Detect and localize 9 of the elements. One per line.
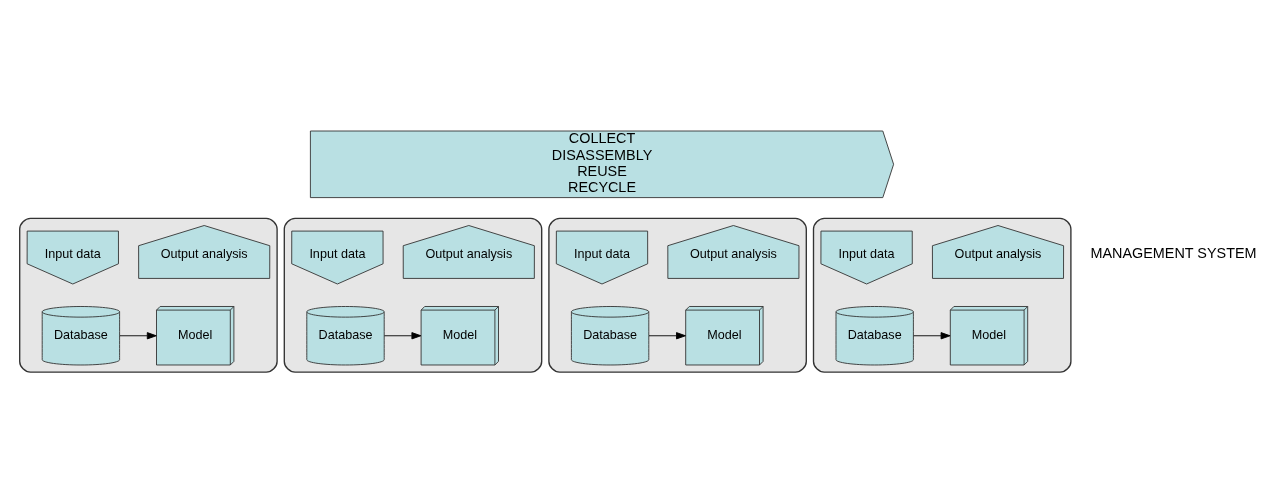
cluster [283,217,543,373]
arrow [119,331,157,339]
arrow [383,331,422,339]
cluster [812,217,1072,373]
cluster [548,217,807,373]
cluster [19,217,278,373]
arrow [648,331,686,339]
label: MANAGEMENT SYSTEM [1090,244,1257,261]
arrow [913,331,951,339]
